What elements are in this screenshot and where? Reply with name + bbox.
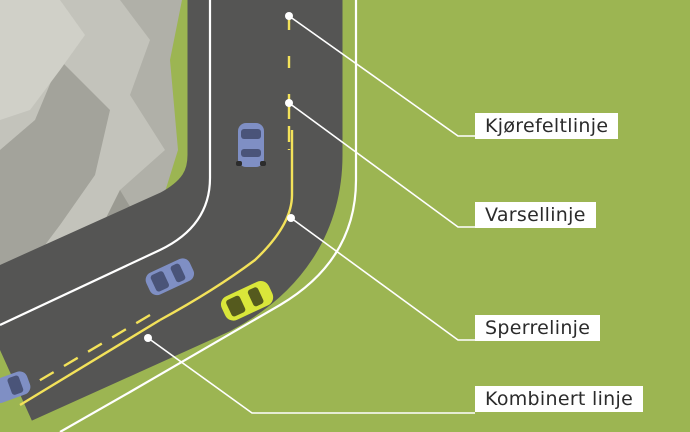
car-icon [0, 371, 31, 404]
centre-barrier-line [159, 130, 294, 322]
car-icon [236, 123, 266, 167]
car-icon [145, 258, 195, 296]
left-edge-line [0, 0, 212, 326]
label-barrier-line: Sperrelinje [475, 315, 601, 341]
leader-line-lane [288, 15, 475, 137]
label-warning-line: Varsellinje [475, 202, 596, 228]
label-lane-line: Kjørefeltlinje [475, 113, 619, 139]
car-icon [220, 280, 274, 321]
leader-line-combined [147, 337, 475, 414]
combined-solid-line [19, 318, 161, 407]
leader-dots [144, 12, 295, 342]
right-edge-line [59, 0, 358, 432]
leader-line-barrier [290, 217, 475, 341]
leader-lines [147, 15, 475, 414]
leader-line-warning [288, 102, 475, 228]
label-combined-line: Kombinert linje [475, 386, 644, 412]
